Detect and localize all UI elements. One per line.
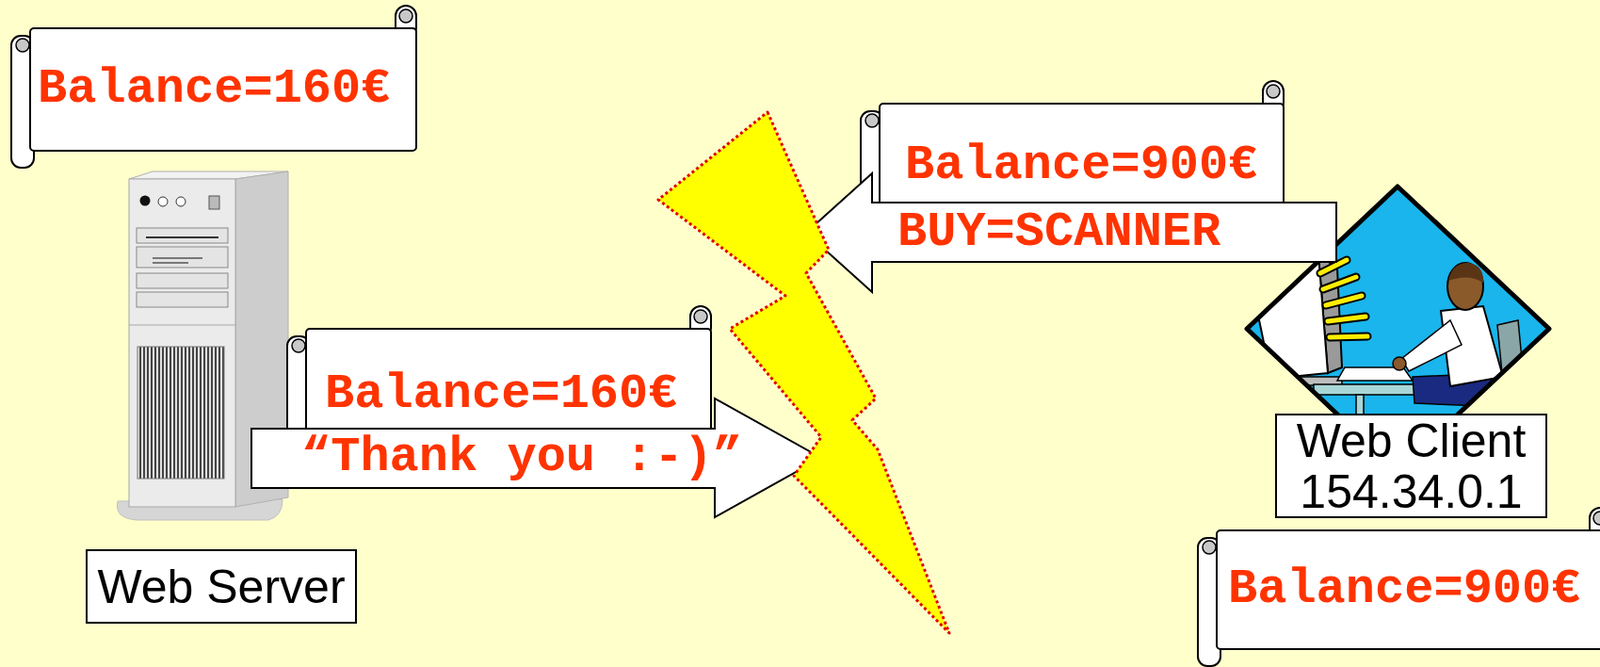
arrow-shape bbox=[251, 398, 822, 518]
label-box: Web Server bbox=[85, 549, 357, 624]
scroll-curl bbox=[16, 38, 30, 52]
node-text: BUY=SCANNER bbox=[897, 204, 1221, 261]
scroll-note: Balance=160€ bbox=[30, 28, 417, 151]
label-box: Web Client 154.34.0.1 bbox=[1275, 413, 1548, 518]
scroll-curl bbox=[1202, 540, 1216, 554]
scroll-curl bbox=[399, 9, 413, 23]
scroll-body bbox=[30, 28, 417, 151]
node-text: Web Client 154.34.0.1 bbox=[1280, 415, 1542, 518]
node-text: Balance=900€ bbox=[1228, 561, 1581, 618]
node-text: Balance=160€ bbox=[37, 61, 390, 118]
scroll-curl bbox=[1593, 511, 1600, 525]
scroll-note: Balance=900€ bbox=[879, 103, 1284, 217]
scroll-curl bbox=[1266, 84, 1280, 98]
arrow-shape bbox=[806, 173, 1337, 292]
scroll-body bbox=[879, 103, 1284, 217]
node-text: Balance=160€ bbox=[324, 366, 678, 423]
scroll-curl bbox=[694, 309, 708, 324]
scroll-curl bbox=[865, 113, 879, 128]
scroll-body bbox=[1216, 530, 1600, 649]
lightning-shape bbox=[658, 112, 950, 633]
node-text: Web Server bbox=[91, 561, 352, 613]
node-text: Balance=900€ bbox=[905, 137, 1258, 194]
node-text: “Thank you :-)” bbox=[301, 429, 743, 486]
scroll-note: Balance=900€ bbox=[1216, 530, 1600, 649]
scroll-curl bbox=[291, 339, 306, 353]
scroll-body bbox=[306, 328, 712, 442]
scroll-note: Balance=160€ bbox=[306, 328, 712, 442]
